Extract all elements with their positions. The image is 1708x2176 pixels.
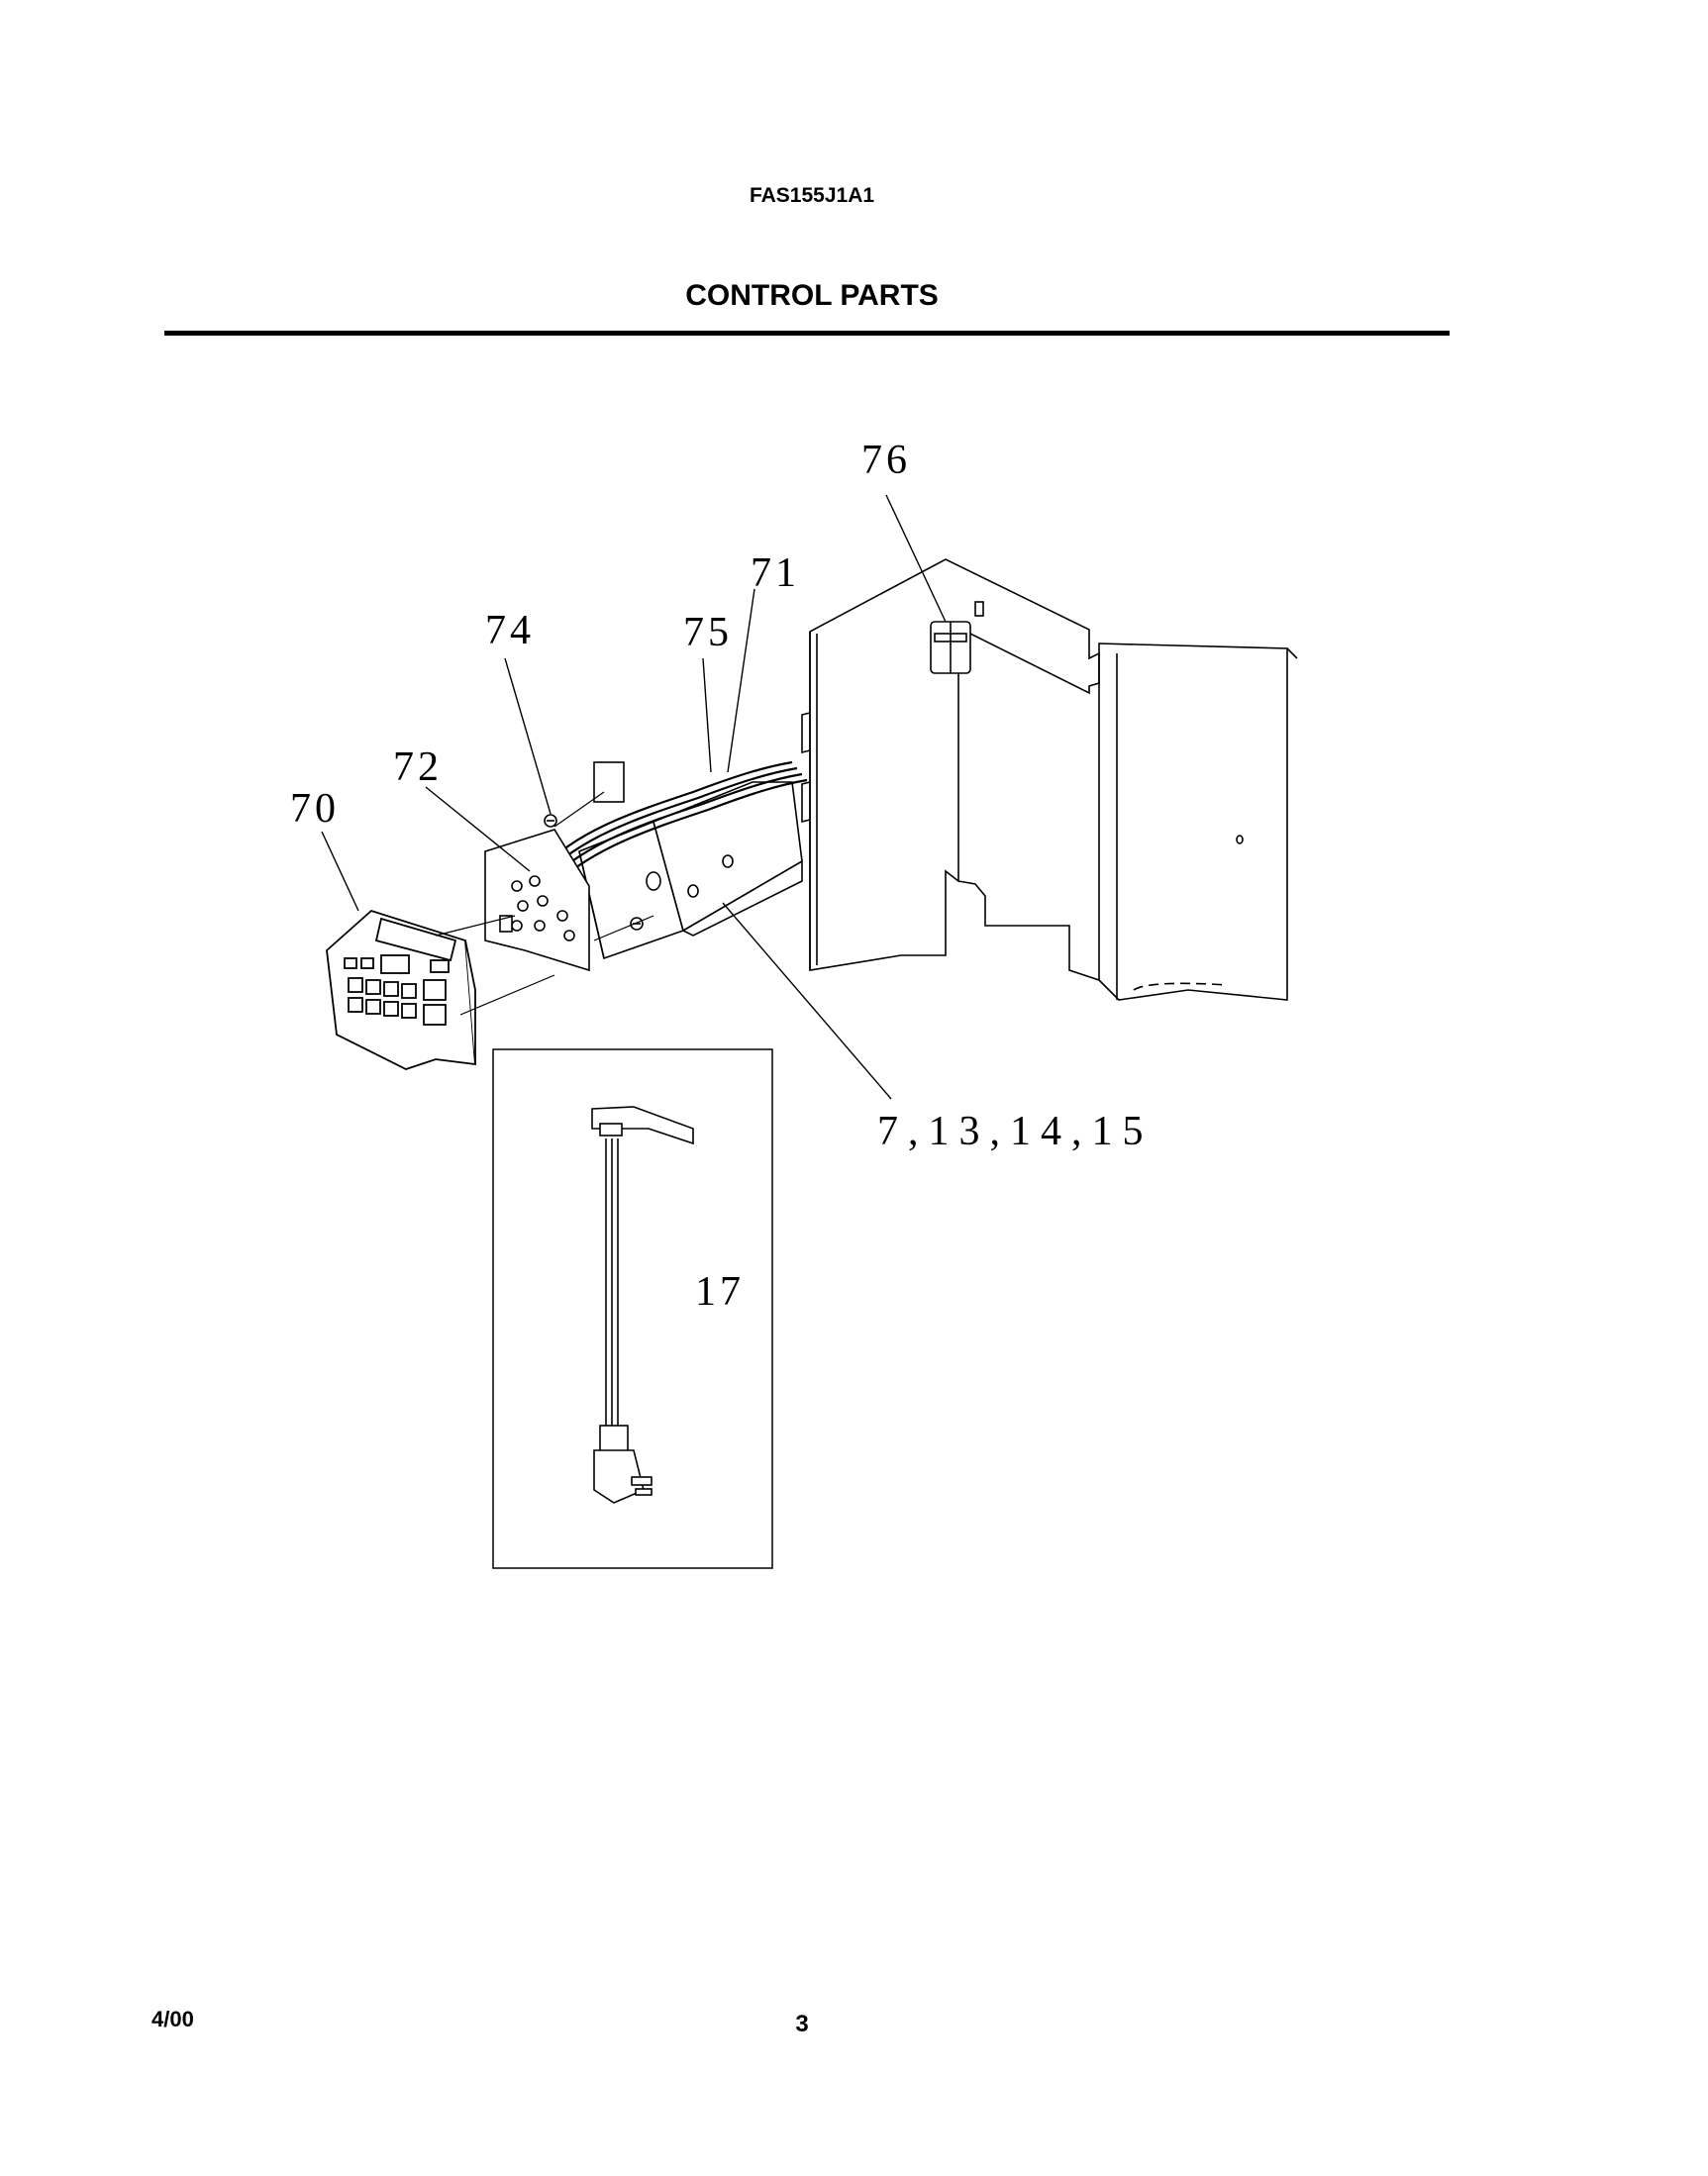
model-number: FAS155J1A1 bbox=[749, 184, 875, 207]
transformer-76 bbox=[930, 601, 984, 674]
callout-17: 17 bbox=[695, 1269, 745, 1315]
callout-70: 70 bbox=[290, 786, 340, 832]
callout-7-13-14-15: 7,13,14,15 bbox=[877, 1109, 1154, 1154]
page-number: 3 bbox=[795, 2011, 809, 2037]
callout-72: 72 bbox=[393, 744, 443, 790]
control-panel-70 bbox=[326, 909, 476, 1070]
cabinet-panel bbox=[801, 558, 1298, 1001]
callout-labels: 70 72 74 75 71 76 7,13,14,15 17 bbox=[290, 438, 1154, 1315]
revision-date: 4/00 bbox=[151, 2007, 194, 2031]
assembly-guide-lines bbox=[435, 791, 654, 1016]
leader-lines bbox=[321, 494, 947, 1100]
callout-76: 76 bbox=[861, 438, 911, 483]
title-rule bbox=[164, 331, 1450, 336]
wire-harness bbox=[539, 760, 808, 890]
callout-71: 71 bbox=[751, 550, 800, 596]
power-cord-17 bbox=[591, 1106, 694, 1504]
inset-frame bbox=[492, 1048, 773, 1569]
section-title: CONTROL PARTS bbox=[685, 279, 939, 312]
circuit-board-72 bbox=[484, 829, 590, 972]
power-cord-inset bbox=[492, 1048, 773, 1569]
callout-74: 74 bbox=[485, 608, 535, 653]
callout-75: 75 bbox=[683, 610, 733, 655]
control-box bbox=[578, 761, 803, 960]
